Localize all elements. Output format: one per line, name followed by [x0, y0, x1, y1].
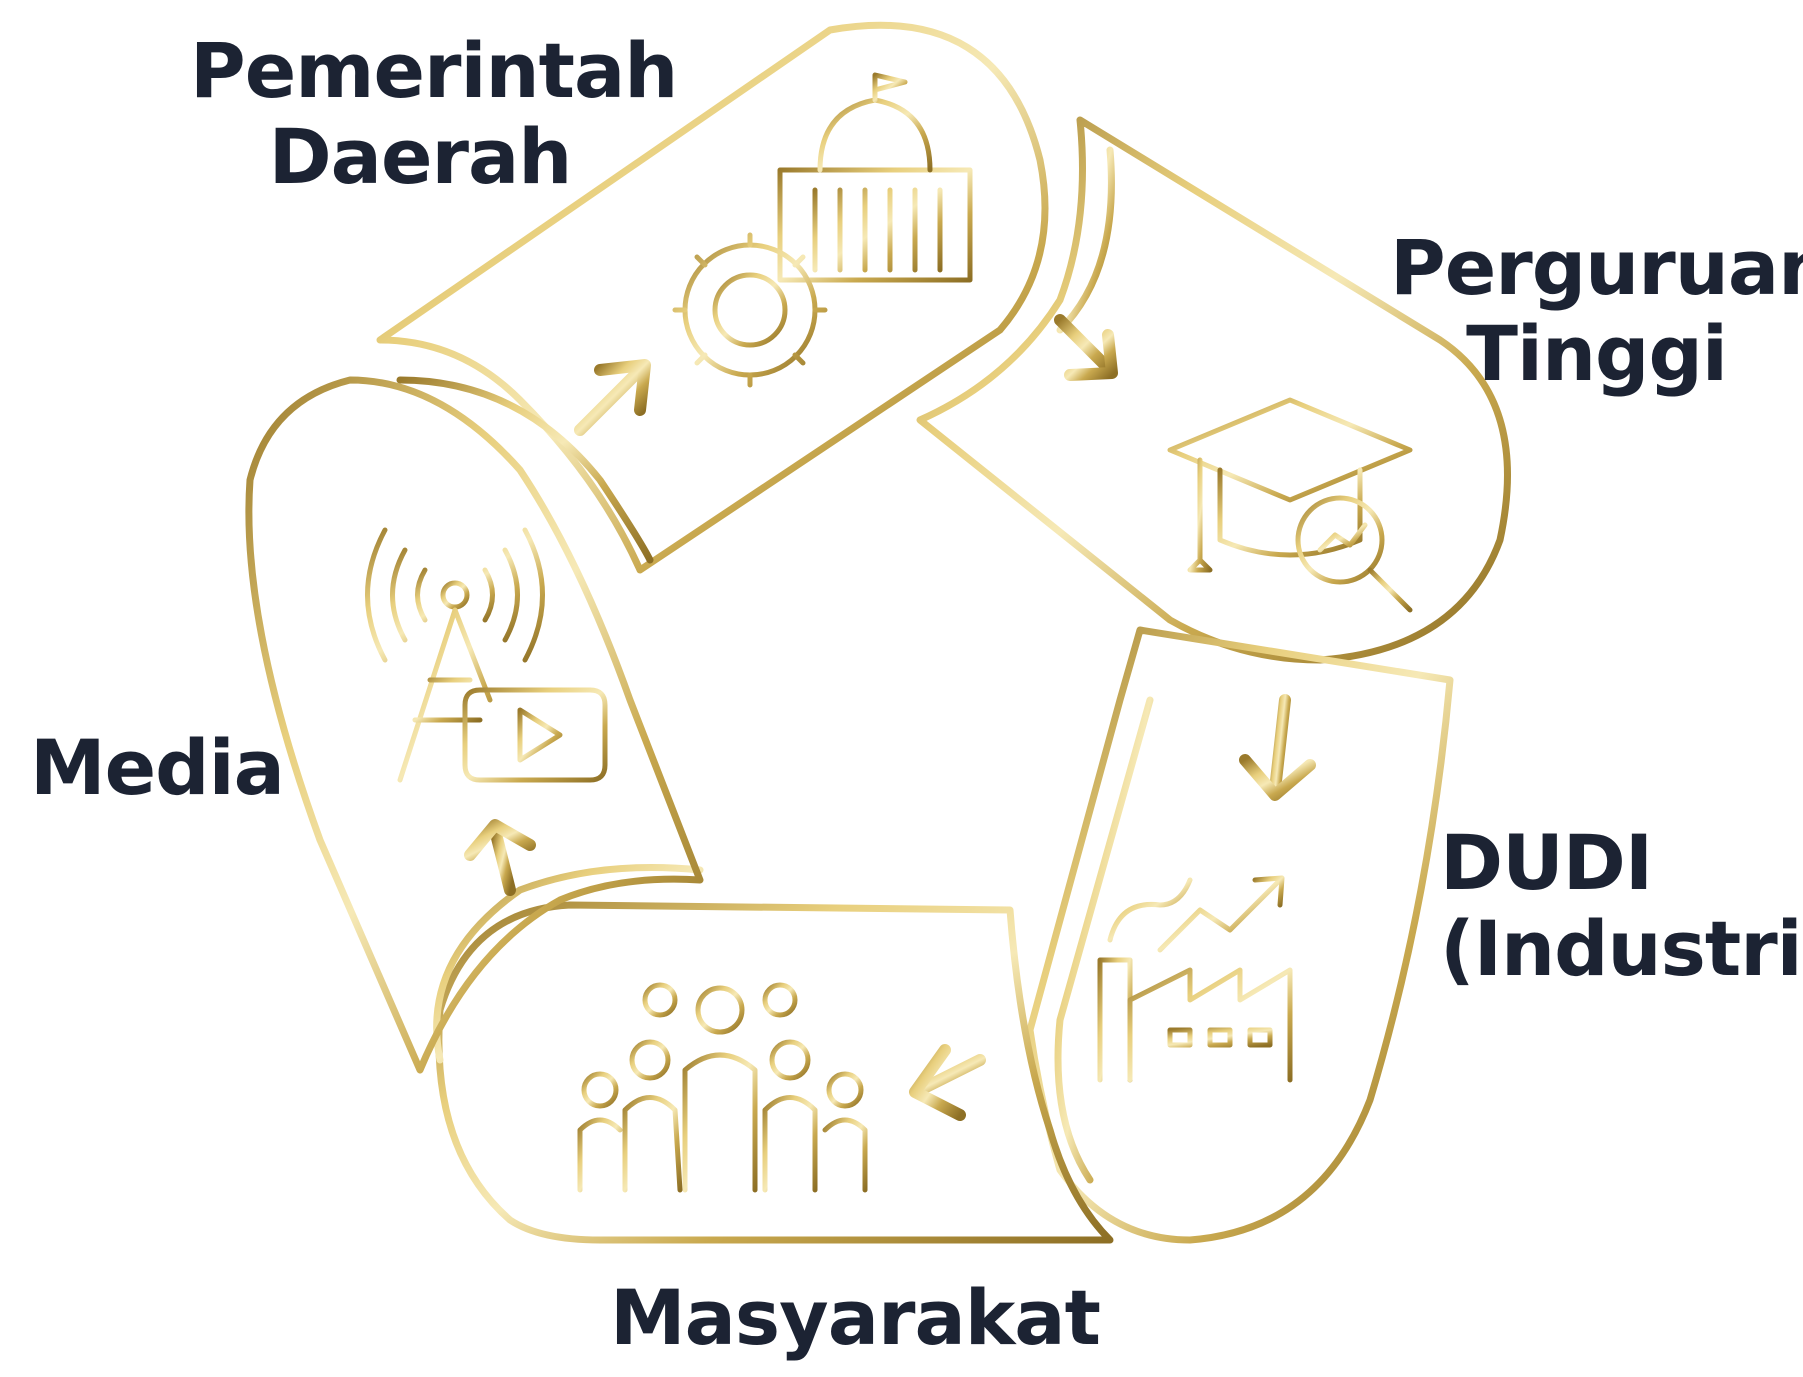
label-masyarakat: Masyarakat — [610, 1273, 1101, 1362]
label-perguruan-line2: Tinggi — [1466, 309, 1728, 398]
band-pemerintah-daerah — [376, 21, 1049, 574]
arrow-dudi-to-masyarakat — [909, 1044, 986, 1121]
label-dudi-line2: (Industri) — [1440, 904, 1803, 993]
label-dudi: DUDI (Industri) — [1440, 818, 1803, 993]
band-media — [245, 376, 704, 1074]
band-masyarakat — [433, 864, 1114, 1244]
broadcast-tower-video-icon — [365, 527, 608, 783]
label-pemerintah-line1: Pemerintah — [190, 26, 678, 115]
label-media-line1: Media — [30, 723, 285, 812]
label-pemerintah-line2: Daerah — [268, 112, 573, 201]
government-building-gear-icon — [672, 72, 983, 388]
arrow-masyarakat-to-media — [464, 819, 536, 896]
band-perguruan-tinggi — [916, 116, 1511, 664]
label-perguruan-line1: Perguruan — [1390, 223, 1803, 312]
label-masyarakat-line1: Masyarakat — [610, 1273, 1101, 1362]
arrow-media-to-pemerintah — [574, 359, 651, 436]
arrow-pemerintah-to-perguruan — [1054, 314, 1118, 381]
factory-growth-icon — [1082, 875, 1303, 1088]
band-dudi — [1026, 626, 1454, 1244]
arrow-perguruan-to-dudi — [1239, 694, 1316, 801]
label-perguruan-tinggi: Perguruan Tinggi — [1390, 225, 1803, 397]
label-pemerintah-daerah: Pemerintah Daerah — [190, 26, 678, 201]
label-dudi-line1: DUDI — [1440, 818, 1653, 907]
people-crowd-icon — [577, 982, 868, 1193]
label-media: Media — [30, 725, 290, 811]
graduation-cap-magnifier-icon — [1167, 397, 1413, 613]
